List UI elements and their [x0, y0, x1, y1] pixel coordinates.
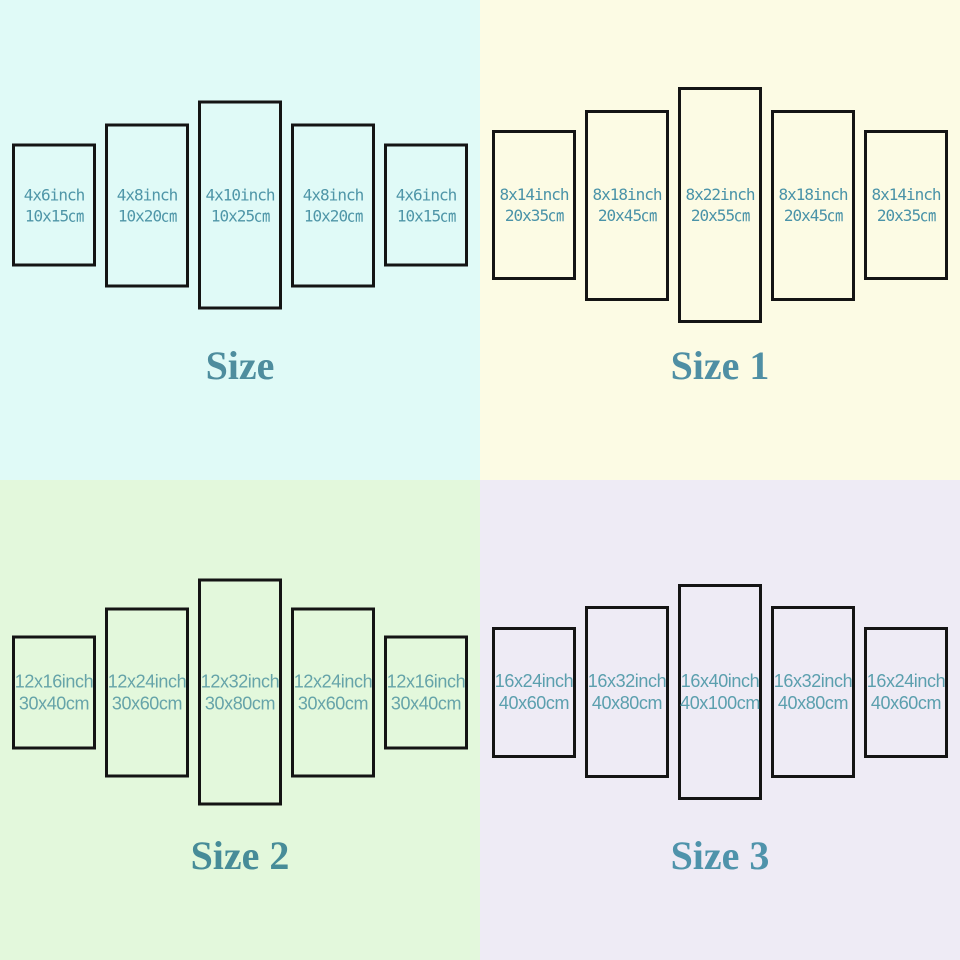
panel-row: 16x24inch 40x60cm 16x32inch 40x80cm 16x4…: [492, 584, 948, 800]
panel: 8x14inch 20x35㎝: [492, 130, 576, 280]
panel: 4x6inch 10x15㎝: [384, 143, 468, 267]
panel-label-cm: 40x100cm: [680, 693, 760, 713]
panel-label-inch: 16x32inch: [773, 671, 853, 691]
panel-label-inch: 8x22inch: [685, 185, 755, 204]
panel: 8x14inch 20x35㎝: [864, 130, 948, 280]
panel-label-inch: 4x10inch: [205, 185, 275, 204]
panel-label-cm: 30x80cm: [204, 693, 276, 713]
panel-label-inch: 12x24inch: [107, 671, 187, 691]
panel-label-inch: 16x32inch: [587, 671, 667, 691]
panel-label-cm: 20x35㎝: [504, 206, 564, 225]
panel: 16x40inch 40x100cm: [678, 584, 762, 800]
panel-label-cm: 10x15㎝: [24, 206, 84, 225]
panel-label-cm: 10x20㎝: [117, 206, 177, 225]
panel-label-cm: 30x40cm: [390, 693, 462, 713]
panel: 4x10inch 10x25㎝: [198, 100, 282, 310]
panel: 12x32inch 30x80cm: [198, 578, 282, 806]
panel-label-inch: 4x6inch: [395, 185, 457, 204]
panel: 16x32inch 40x80cm: [585, 606, 669, 778]
panel-label-inch: 12x32inch: [200, 671, 280, 691]
panel-row: 8x14inch 20x35㎝ 8x18inch 20x45㎝ 8x22inch…: [492, 87, 948, 323]
panel-label-inch: 16x24inch: [866, 671, 946, 691]
panel-label-cm: 20x55㎝: [690, 206, 750, 225]
panel-label-cm: 30x60cm: [111, 693, 183, 713]
panel-label-cm: 10x20㎝: [303, 206, 363, 225]
panel: 12x24inch 30x60cm: [291, 607, 375, 777]
panel: 4x8inch 10x20㎝: [291, 123, 375, 287]
panel: 8x18inch 20x45㎝: [585, 109, 669, 301]
panel-label-inch: 12x16inch: [14, 671, 94, 691]
panel-label-cm: 40x80cm: [777, 693, 849, 713]
panel-label-cm: 10x25㎝: [210, 206, 270, 225]
panel: 16x32inch 40x80cm: [771, 606, 855, 778]
size-title: Size 1: [670, 343, 770, 388]
panel: 12x16inch 30x40cm: [384, 635, 468, 749]
panel: 8x22inch 20x55㎝: [678, 87, 762, 323]
panel: 4x8inch 10x20㎝: [105, 123, 189, 287]
quadrant-size-2: 12x16inch 30x40cm 12x24inch 30x60cm 12x3…: [0, 480, 480, 960]
panel-label-inch: 16x24inch: [494, 671, 574, 691]
panel-label-inch: 12x24inch: [293, 671, 373, 691]
panel: 12x16inch 30x40cm: [12, 635, 96, 749]
panel: 12x24inch 30x60cm: [105, 607, 189, 777]
panel: 4x6inch 10x15㎝: [12, 143, 96, 267]
panel-label-inch: 8x18inch: [778, 185, 848, 204]
panel-label-inch: 4x8inch: [116, 185, 178, 204]
panel-label-inch: 8x14inch: [499, 185, 569, 204]
panel-label-cm: 40x80cm: [591, 693, 663, 713]
panel-label-inch: 4x8inch: [302, 185, 364, 204]
panel-row: 12x16inch 30x40cm 12x24inch 30x60cm 12x3…: [12, 578, 468, 806]
quadrant-size-3: 16x24inch 40x60cm 16x32inch 40x80cm 16x4…: [480, 480, 960, 960]
size-title: Size 3: [670, 833, 770, 878]
panel: 16x24inch 40x60cm: [492, 626, 576, 758]
panel-label-cm: 30x60cm: [297, 693, 369, 713]
panel-label-inch: 16x40inch: [680, 671, 760, 691]
panel-label-cm: 40x60cm: [498, 693, 570, 713]
panel: 8x18inch 20x45㎝: [771, 109, 855, 301]
panel-label-inch: 8x14inch: [871, 185, 941, 204]
panel-label-cm: 10x15㎝: [396, 206, 456, 225]
panel-label-inch: 12x16inch: [386, 671, 466, 691]
panel-label-cm: 30x40cm: [18, 693, 90, 713]
quadrant-size-1: 8x14inch 20x35㎝ 8x18inch 20x45㎝ 8x22inch…: [480, 0, 960, 480]
panel-label-cm: 40x60cm: [870, 693, 942, 713]
size-title: Size 2: [190, 833, 290, 878]
panel: 16x24inch 40x60cm: [864, 626, 948, 758]
panel-label-inch: 8x18inch: [592, 185, 662, 204]
panel-label-cm: 20x35㎝: [876, 206, 936, 225]
panel-label-cm: 20x45㎝: [597, 206, 657, 225]
panel-row: 4x6inch 10x15㎝ 4x8inch 10x20㎝ 4x10inch 1…: [12, 100, 468, 310]
panel-label-cm: 20x45㎝: [783, 206, 843, 225]
size-title: Size: [205, 343, 275, 388]
quadrant-size: 4x6inch 10x15㎝ 4x8inch 10x20㎝ 4x10inch 1…: [0, 0, 480, 480]
panel-label-inch: 4x6inch: [23, 185, 85, 204]
